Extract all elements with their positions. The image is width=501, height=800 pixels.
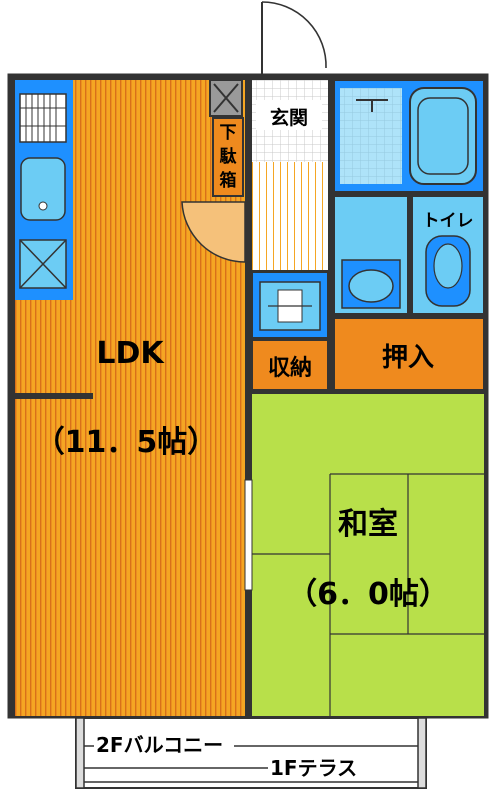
kitchen-sink [20,157,66,221]
getabako-label-char: 駄 [220,146,238,167]
ldk-wall-stub [15,393,93,399]
entrance-door [257,0,327,74]
ldk-label: LDK [96,336,165,371]
getabako [212,117,244,197]
balcony: 2Fバルコニー 1Fテラス [75,717,427,789]
shower-icon [356,99,388,112]
tatami-lines [252,473,484,716]
washitsu-label: 和室 [338,507,398,542]
balcony-2f-label: 2Fバルコニー [96,733,223,757]
shuno-label: 収納 [268,355,312,381]
kitchen-counter [15,80,73,300]
wall-ldk-hall [245,196,252,716]
oshiire-label: 押入 [382,343,434,373]
getabako-label: 下 駄 箱 [220,123,238,191]
washitsu-floor [252,394,484,716]
genkan-label: 玄関 [270,106,308,129]
washitsu-size: （6．0帖） [287,577,449,612]
shuno-closet [251,339,329,391]
toilet-label: トイレ [423,211,474,231]
ldk-door-swing [181,201,246,263]
getabako-label-char: 箱 [220,170,237,191]
wall-washitsu-top [252,390,484,394]
sliding-door [244,479,253,591]
hallway-floor [252,162,328,270]
oshiire-closet [333,317,485,391]
terrace-1f-label: 1Fテラス [270,756,357,780]
getabako-label-char: 下 [220,123,237,143]
ldk-size: （11．5帖） [35,425,218,460]
